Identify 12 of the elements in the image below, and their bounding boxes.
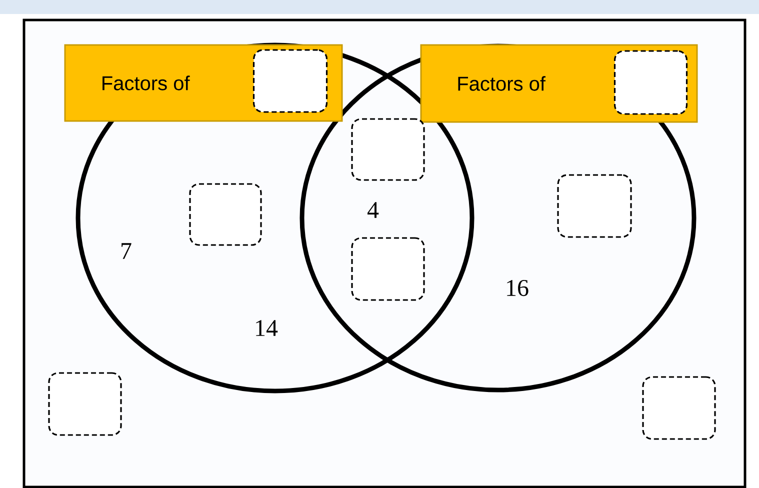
number-label: 4 xyxy=(367,202,379,218)
answer-box xyxy=(351,237,425,301)
answer-box xyxy=(252,49,328,113)
answer-box xyxy=(614,50,688,115)
answer-box xyxy=(189,183,262,246)
answer-box xyxy=(642,376,716,440)
number-label: 16 xyxy=(507,280,528,296)
answer-box xyxy=(351,118,425,181)
number-label: 14 xyxy=(256,320,278,336)
answer-box xyxy=(557,174,632,238)
number-label: 7 xyxy=(122,243,132,259)
answer-box xyxy=(48,372,122,436)
